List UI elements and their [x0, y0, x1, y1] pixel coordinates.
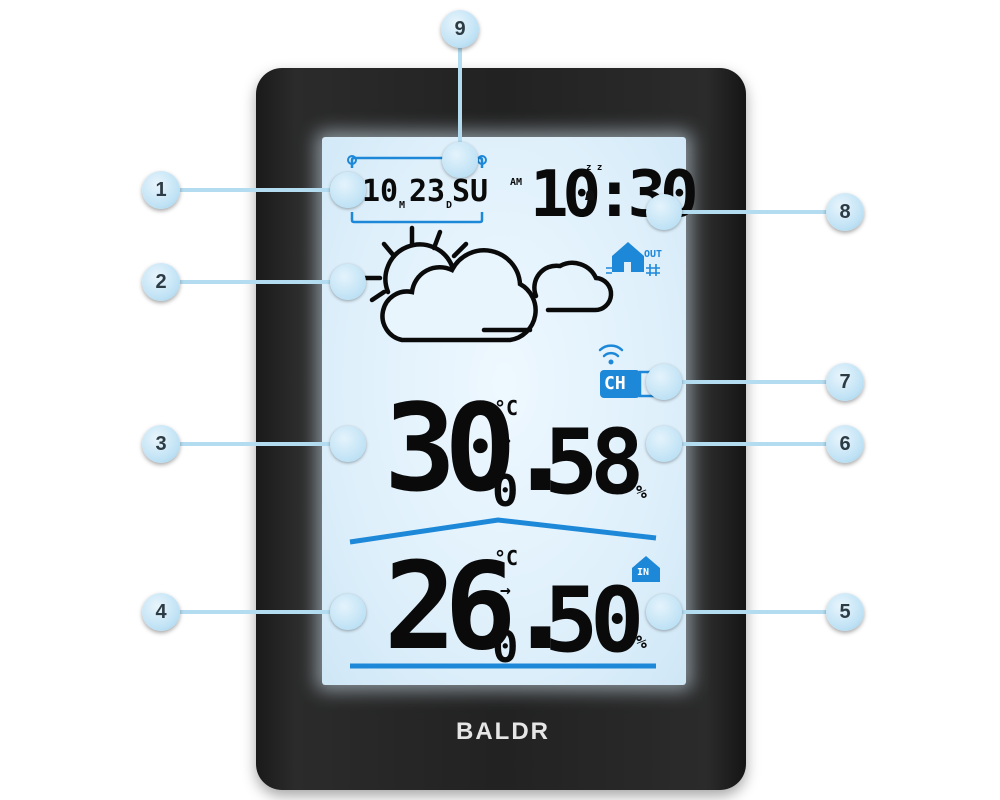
channel-label: CH	[604, 373, 626, 394]
callout-marker-5	[646, 594, 682, 630]
outdoor-humidity-unit: %	[636, 482, 647, 503]
date-day: 23	[409, 174, 446, 209]
callout-badge-3: 3	[142, 425, 180, 463]
date-weekday: SU	[452, 174, 489, 209]
indoor-humidity-unit: %	[636, 632, 647, 653]
callout-marker-6	[646, 426, 682, 462]
callout-marker-4	[330, 594, 366, 630]
indoor-temperature-decimal: 0	[492, 622, 519, 673]
callout-marker-2	[330, 264, 366, 300]
callout-badge-2: 2	[142, 263, 180, 301]
indoor-humidity: 50	[544, 568, 644, 673]
callout-badge-4: 4	[142, 593, 180, 631]
brand-logo-text: BALDR	[456, 718, 550, 745]
callout-badge-1: 1	[142, 171, 180, 209]
indoor-trend-arrow: →	[500, 580, 511, 601]
time-ampm: AM	[510, 177, 523, 188]
callout-marker-8	[646, 194, 682, 230]
outdoor-humidity: 58	[544, 410, 644, 515]
date-month: 10	[362, 174, 399, 209]
indoor-label: IN	[637, 567, 650, 578]
callout-badge-7: 7	[826, 363, 864, 401]
callout-marker-1	[330, 172, 366, 208]
outdoor-trend-arrow: →	[500, 430, 511, 451]
outdoor-label: OUT	[644, 249, 663, 260]
callout-badge-6: 6	[826, 425, 864, 463]
callout-badge-8: 8	[826, 193, 864, 231]
indoor-temperature: 26.	[384, 538, 577, 677]
outdoor-temperature-decimal: 0	[492, 466, 519, 517]
callout-marker-3	[330, 426, 366, 462]
callout-marker-9	[442, 142, 478, 178]
snooze-indicator: z z	[586, 163, 603, 173]
outdoor-temperature-unit: °C	[494, 396, 519, 420]
indoor-temperature-unit: °C	[494, 546, 519, 570]
lcd-screen	[322, 137, 686, 685]
outdoor-temperature: 30.	[384, 380, 577, 519]
date-day-unit: D	[446, 200, 453, 211]
callout-marker-7	[646, 364, 682, 400]
callout-badge-5: 5	[826, 593, 864, 631]
callout-badge-9: 9	[441, 10, 479, 48]
date-month-unit: M	[399, 200, 406, 211]
